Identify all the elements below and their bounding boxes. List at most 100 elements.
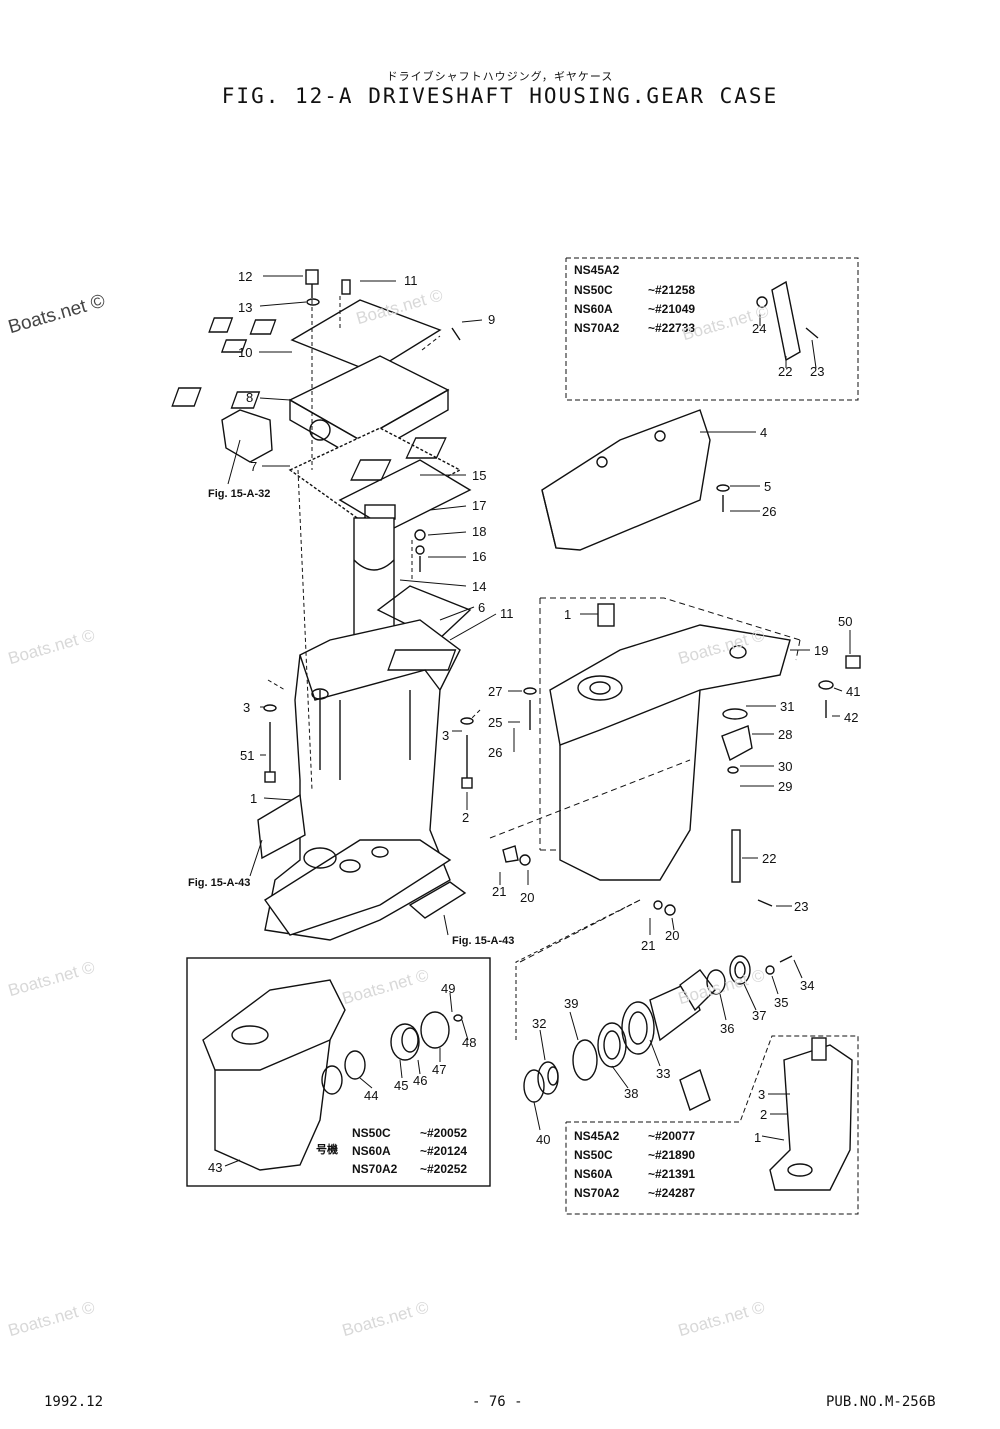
model-name: NS70A2 (352, 1162, 398, 1176)
footer-page-number: - 76 - (472, 1394, 523, 1410)
serial-label-jp: 号機 (316, 1142, 338, 1156)
callout: 1 (564, 607, 571, 622)
callout: 10 (238, 345, 252, 360)
model-name: NS45A2 (574, 1129, 620, 1143)
callout: 7 (250, 459, 257, 474)
model-name: NS50C (574, 283, 613, 297)
callout: 2 (760, 1107, 767, 1122)
callout: 37 (752, 1008, 766, 1023)
fig-ref-15-a-32: Fig. 15-A-32 (208, 488, 270, 500)
callout: 51 (240, 748, 254, 763)
callout: 1 (754, 1130, 761, 1145)
callout: 15 (472, 468, 486, 483)
callout: 23 (810, 364, 824, 379)
callout: 20 (665, 928, 679, 943)
callout: 43 (208, 1160, 222, 1175)
leader-lines (224, 275, 851, 1167)
callout: 11 (404, 273, 418, 288)
callout: 18 (472, 524, 486, 539)
serial-range: ~#21391 (648, 1167, 695, 1181)
callout: 25 (488, 715, 502, 730)
serial-range: ~#21049 (648, 302, 695, 316)
callout: 27 (488, 684, 502, 699)
model-table-top-right: NS45A2 NS50C ~#21258 NS60A ~#21049 NS70A… (574, 263, 695, 335)
callout: 1 (250, 791, 257, 806)
serial-range: ~#20052 (420, 1126, 467, 1140)
box-bottom-left (186, 957, 491, 1187)
callout: 6 (478, 600, 485, 615)
callout: 23 (794, 899, 808, 914)
housing-inset-drawing (769, 1037, 853, 1191)
callout: 45 (394, 1078, 408, 1093)
callout: 16 (472, 549, 486, 564)
callout: 47 (432, 1062, 446, 1077)
serial-range: ~#21258 (648, 283, 695, 297)
callout: 50 (838, 614, 852, 629)
model-name: NS50C (352, 1126, 391, 1140)
model-name: NS60A (574, 302, 613, 316)
callout: 38 (624, 1086, 638, 1101)
fig-ref-15-a-43-bottom: Fig. 15-A-43 (452, 935, 514, 947)
callout-numbers: 12 13 11 9 10 8 7 15 17 18 16 14 6 11 3 … (208, 269, 860, 1175)
callout: 26 (762, 504, 776, 519)
model-table-bottom-left: 号機 NS50C ~#20052 NS60A ~#20124 NS70A2 ~#… (316, 1126, 467, 1176)
callout: 49 (441, 981, 455, 996)
callout: 22 (762, 851, 776, 866)
callout: 3 (243, 700, 250, 715)
upper-casing-4-drawing (350, 409, 730, 551)
driveshaft-housing-drawing (171, 269, 481, 941)
callout: 29 (778, 779, 792, 794)
serial-range: ~#20124 (420, 1144, 467, 1158)
serial-range: ~#20252 (420, 1162, 467, 1176)
callout: 11 (500, 606, 514, 621)
callout: 39 (564, 996, 578, 1011)
callout: 21 (492, 884, 506, 899)
callout: 42 (844, 710, 858, 725)
trim-tab-drawing (756, 280, 819, 362)
callout: 26 (488, 745, 502, 760)
model-name: NS60A (574, 1167, 613, 1181)
footer-date: 1992.12 (44, 1394, 104, 1410)
callout: 34 (800, 978, 814, 993)
model-name: NS45A2 (574, 263, 620, 277)
callout: 21 (641, 938, 655, 953)
callout: 2 (462, 810, 469, 825)
footer-publication-number: PUB.NO.M-256B (826, 1394, 936, 1410)
callout: 41 (846, 684, 860, 699)
model-name: NS70A2 (574, 321, 620, 335)
model-table-bottom-right: NS45A2 ~#20077 NS50C ~#21890 NS60A ~#213… (574, 1129, 695, 1200)
serial-range: ~#20077 (648, 1129, 695, 1143)
callout: 33 (656, 1066, 670, 1081)
serial-range: ~#24287 (648, 1186, 695, 1200)
callout: 14 (472, 579, 486, 594)
callout: 22 (778, 364, 792, 379)
callout: 44 (364, 1088, 378, 1103)
callout: 48 (462, 1035, 476, 1050)
serial-range: ~#21890 (648, 1148, 695, 1162)
callout: 3 (442, 728, 449, 743)
callout: 20 (520, 890, 534, 905)
callout: 31 (780, 699, 794, 714)
serial-range: ~#22733 (648, 321, 695, 335)
model-name: NS60A (352, 1144, 391, 1158)
gear-case-drawing (387, 597, 861, 963)
callout: 24 (752, 321, 766, 336)
callout: 35 (774, 995, 788, 1010)
callout: 30 (778, 759, 792, 774)
callout: 13 (238, 300, 252, 315)
callout: 46 (413, 1073, 427, 1088)
callout: 4 (760, 425, 767, 440)
callout: 28 (778, 727, 792, 742)
fig-ref-15-a-43-left: Fig. 15-A-43 (188, 877, 250, 889)
callout: 9 (488, 312, 495, 327)
callout: 5 (764, 479, 771, 494)
callout: 8 (246, 390, 253, 405)
callout: 40 (536, 1132, 550, 1147)
model-name: NS50C (574, 1148, 613, 1162)
callout: 32 (532, 1016, 546, 1031)
figure-references: Fig. 15-A-32 Fig. 15-A-43 Fig. 15-A-43 (188, 488, 514, 947)
gear-parts-drawing (515, 899, 793, 1111)
dashed-box-top-right (565, 257, 859, 401)
model-name: NS70A2 (574, 1186, 620, 1200)
figure-title: FIG. 12-A DRIVESHAFT HOUSING.GEAR CASE (221, 84, 779, 108)
